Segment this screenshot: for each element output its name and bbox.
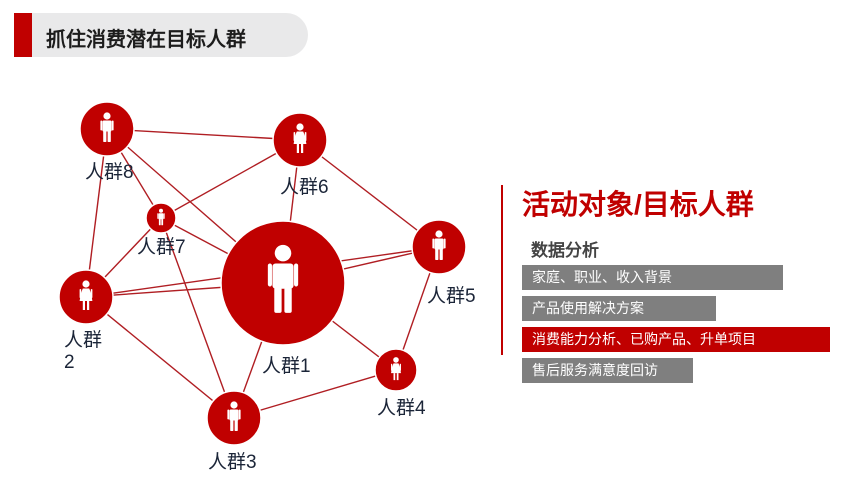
node-label: 人群1 [262,355,311,377]
panel-item-2: 产品使用解决方案 [522,296,716,321]
node-n7: 人群7 [137,202,186,258]
edge-n8-n6 [106,128,301,141]
panel-divider [501,185,503,355]
female-person-icon [293,123,307,153]
node-label: 人群5 [427,285,476,307]
male-person-icon [227,401,241,431]
node-label: 人群7 [137,236,186,258]
page-title: 抓住消费潜在目标人群 [46,29,246,51]
male-person-icon [267,244,299,313]
male-person-icon [432,230,446,260]
male-person-icon [100,112,114,142]
panel-subtitle: 数据分析 [531,241,599,260]
female-person-icon [391,357,401,381]
node-n4: 人群4 [374,348,426,419]
panel-item-4: 售后服务满意度回访 [522,358,693,383]
node-label: 人群4 [377,397,426,419]
node-label: 人群3 [208,451,257,473]
node-label: 人群6 [280,176,329,198]
edge-n6-n5 [299,139,440,248]
panel-title: 活动对象/目标人群 [522,189,754,220]
node-n8: 人群8 [79,101,135,183]
edge-n2-n3 [85,296,235,419]
node-n5: 人群5 [411,219,476,307]
panel-item-3: 消费能力分析、已购产品、升单项目 [522,327,830,352]
node-n6: 人群6 [272,112,329,198]
title-accent [14,13,32,57]
node-n3: 人群3 [206,390,262,473]
male-person-icon [157,208,165,226]
panel-item-1: 家庭、职业、收入背景 [522,265,783,290]
title-bar [14,13,308,57]
female-person-icon [79,280,93,310]
edge-n3-n4 [233,369,397,419]
edge-n7-n3 [160,217,235,419]
node-n1: 人群1 [220,220,346,377]
node-label: 人群8 [85,161,134,183]
edge-n8-n2 [85,128,108,298]
